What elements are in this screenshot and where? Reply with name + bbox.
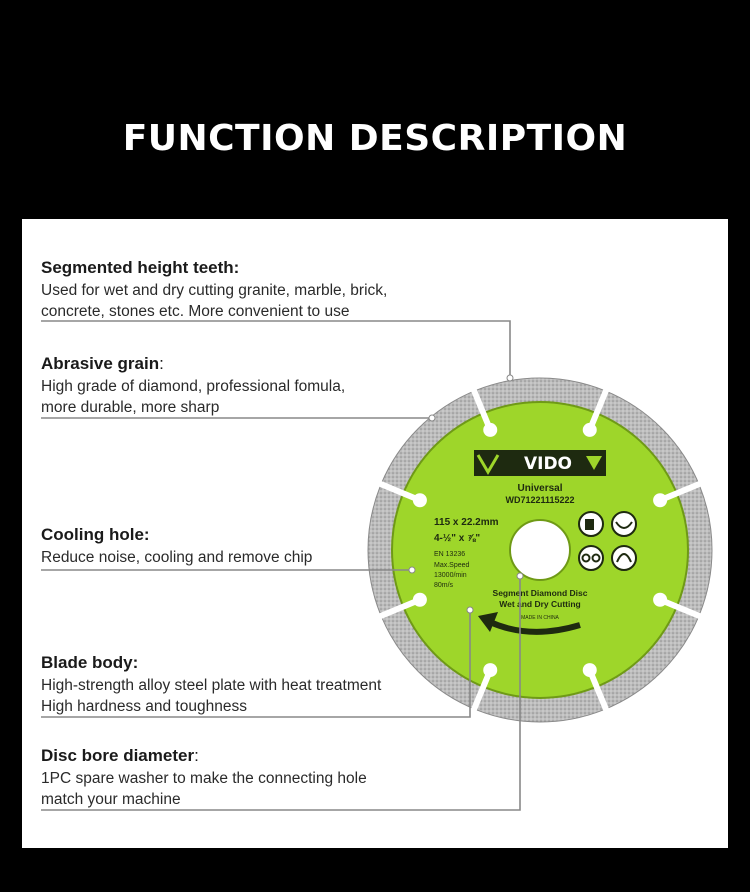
feature-description: 1PC spare washer to make the connecting … xyxy=(41,770,367,808)
disc-type: Segment Diamond Disc xyxy=(493,588,588,598)
disc-standard: EN 13236 xyxy=(434,551,465,558)
feature-heading: Abrasive grain xyxy=(41,354,160,373)
cooling-hole xyxy=(582,422,597,437)
feature-description: Reduce noise, cooling and remove chip xyxy=(41,549,313,566)
callout-dot xyxy=(506,374,514,382)
disc-speed-label: Max.Speed xyxy=(434,562,470,569)
disc-size-inch: 4-½" x ⅞" xyxy=(434,533,480,544)
feature-description: High grade of diamond, professional fomu… xyxy=(41,378,346,416)
feature-segmented-teeth: Segmented height teeth: Used for wet and… xyxy=(41,258,387,322)
gullet-slot xyxy=(586,668,611,714)
callout-teeth xyxy=(41,320,511,378)
feature-disc-bore: Disc bore diameter: 1PC spare washer to … xyxy=(41,746,367,808)
ear-protection-icon xyxy=(611,545,637,571)
gullet-slots xyxy=(376,386,704,714)
rotation-arrow xyxy=(478,612,581,635)
cooling-hole xyxy=(483,422,498,437)
gullet-slot xyxy=(658,596,704,621)
cooling-hole xyxy=(653,592,668,607)
feature-heading: Disc bore diameter xyxy=(41,746,195,765)
callout-dot xyxy=(428,414,436,422)
disc-line1: Universal xyxy=(517,483,562,494)
gullet-slot xyxy=(586,386,611,432)
disc-ms: 80m/s xyxy=(434,582,454,589)
bore-hole xyxy=(509,519,571,581)
brand-name: VIDO xyxy=(524,454,572,474)
feature-description: Used for wet and dry cutting granite, ma… xyxy=(41,282,388,320)
gullet-slot xyxy=(376,596,422,621)
callout-body xyxy=(41,610,471,718)
cooling-hole xyxy=(483,663,498,678)
callout-dots xyxy=(408,374,524,614)
disc-origin: MADE IN CHINA xyxy=(521,615,559,621)
callout-bore xyxy=(41,576,521,811)
gullet-slot xyxy=(469,386,494,432)
cooling-hole xyxy=(412,592,427,607)
feature-abrasive-grain: Abrasive grain: High grade of diamond, p… xyxy=(41,354,346,416)
feature-heading: Cooling hole: xyxy=(41,525,150,544)
goggles-icon xyxy=(578,545,604,571)
disc-rpm: 13000/min xyxy=(434,572,467,579)
callout-lines xyxy=(41,320,521,811)
brand-logo: VIDO xyxy=(474,450,606,476)
page-title: FUNCTION DESCRIPTION xyxy=(122,118,628,159)
feature-heading: Segmented height teeth: xyxy=(41,258,240,277)
cooling-hole xyxy=(582,663,597,678)
dust-mask-icon xyxy=(611,511,637,537)
cooling-hole xyxy=(412,493,427,508)
feature-cooling-hole: Cooling hole: Reduce noise, cooling and … xyxy=(41,525,312,568)
disc-use: Wet and Dry Cutting xyxy=(499,599,581,609)
callout-dot xyxy=(516,572,524,580)
gullet-slot xyxy=(376,479,422,504)
feature-blade-body: Blade body: High-strength alloy steel pl… xyxy=(41,653,381,717)
cooling-hole xyxy=(653,493,668,508)
callout-dot xyxy=(466,606,474,614)
gullet-slot xyxy=(658,479,704,504)
safety-icons xyxy=(578,511,637,571)
feature-description: High-strength alloy steel plate with hea… xyxy=(41,677,382,715)
disc-markings: Universal WD71221115222 115 x 22.2mm 4-½… xyxy=(434,483,588,621)
disc-model: WD71221115222 xyxy=(505,495,574,505)
feature-heading: Blade body: xyxy=(41,653,139,672)
callout-dot xyxy=(408,566,416,574)
gullet-slot xyxy=(469,668,494,714)
disc-size: 115 x 22.2mm xyxy=(434,517,499,528)
